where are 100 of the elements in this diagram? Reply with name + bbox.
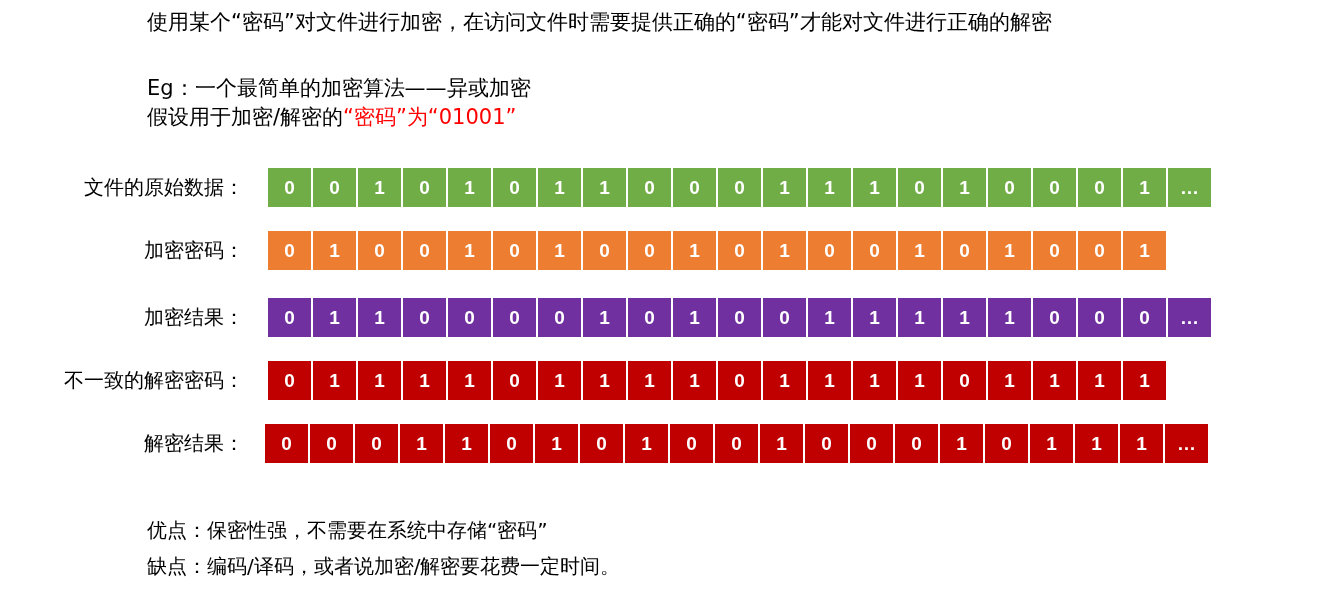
row-label: 文件的原始数据： bbox=[84, 174, 244, 201]
bit-cell: 1 bbox=[808, 298, 851, 337]
bit-cell: 1 bbox=[538, 361, 581, 400]
bit-cell: 1 bbox=[583, 298, 626, 337]
bit-cell: 0 bbox=[265, 424, 308, 463]
bit-cell: 1 bbox=[673, 298, 716, 337]
row-label: 加密结果： bbox=[144, 304, 244, 331]
bit-cell: 0 bbox=[268, 298, 311, 337]
bit-cell: 1 bbox=[988, 231, 1031, 270]
bit-cell: 0 bbox=[943, 361, 986, 400]
bit-cell: 1 bbox=[853, 298, 896, 337]
bit-cell: 0 bbox=[448, 298, 491, 337]
bit-cell: 0 bbox=[403, 298, 446, 337]
bit-cell: 0 bbox=[493, 168, 536, 207]
bit-cell: 1 bbox=[763, 168, 806, 207]
bit-cell: 1 bbox=[808, 168, 851, 207]
bit-cell: 0 bbox=[313, 168, 356, 207]
bit-cell: 1 bbox=[763, 361, 806, 400]
bit-cell: 1 bbox=[898, 298, 941, 337]
bit-cell: 0 bbox=[628, 168, 671, 207]
bit-cell: 1 bbox=[808, 361, 851, 400]
bit-cell: 1 bbox=[853, 168, 896, 207]
bit-cell: 1 bbox=[1033, 361, 1076, 400]
bit-cell: 0 bbox=[355, 424, 398, 463]
bit-cell: 1 bbox=[1030, 424, 1073, 463]
bit-cell: 0 bbox=[718, 361, 761, 400]
bit-cell: 1 bbox=[1123, 361, 1166, 400]
row-label: 不一致的解密密码： bbox=[64, 367, 244, 394]
bit-cell: 1 bbox=[403, 361, 446, 400]
bit-cell: 1 bbox=[628, 361, 671, 400]
bit-cell: 0 bbox=[670, 424, 713, 463]
bit-cell: 0 bbox=[1123, 298, 1166, 337]
bit-cell: 0 bbox=[628, 231, 671, 270]
bit-cell: 1 bbox=[538, 231, 581, 270]
assumption-text: 假设用于加密/解密的“密码”为“01001” bbox=[147, 105, 517, 131]
bit-cell: 0 bbox=[718, 231, 761, 270]
bit-cell: 1 bbox=[760, 424, 803, 463]
bit-cell: 0 bbox=[493, 298, 536, 337]
bit-cell: 1 bbox=[1120, 424, 1163, 463]
bit-cell: 1 bbox=[313, 231, 356, 270]
bit-cell: 1 bbox=[535, 424, 578, 463]
bit-cell: 1 bbox=[538, 168, 581, 207]
row-label: 解密结果： bbox=[144, 430, 244, 457]
bit-cell: 0 bbox=[268, 361, 311, 400]
bit-cell: 1 bbox=[448, 361, 491, 400]
bit-cell: 1 bbox=[763, 231, 806, 270]
bit-cell: … bbox=[1168, 168, 1211, 207]
bit-cell: 1 bbox=[943, 298, 986, 337]
bit-cell: 0 bbox=[1033, 231, 1076, 270]
bit-cell: 1 bbox=[313, 298, 356, 337]
bit-cell: 1 bbox=[400, 424, 443, 463]
bit-cell: 1 bbox=[943, 168, 986, 207]
bit-cell: 0 bbox=[850, 424, 893, 463]
bit-cell: 0 bbox=[943, 231, 986, 270]
bit-cell: 1 bbox=[940, 424, 983, 463]
bit-cell: 1 bbox=[898, 231, 941, 270]
bit-cell: 1 bbox=[358, 168, 401, 207]
bit-cell: 1 bbox=[1078, 361, 1121, 400]
bit-cell: 1 bbox=[988, 361, 1031, 400]
bit-cell: 1 bbox=[358, 298, 401, 337]
advantage-note: 优点：保密性强，不需要在系统中存储“密码” bbox=[147, 518, 548, 542]
example-heading: Eg：一个最简单的加密算法——异或加密 bbox=[147, 76, 531, 102]
bit-cell: 1 bbox=[673, 361, 716, 400]
bit-cell: 0 bbox=[853, 231, 896, 270]
bit-cell: 0 bbox=[628, 298, 671, 337]
bit-cell: 1 bbox=[448, 231, 491, 270]
bit-cell: 0 bbox=[580, 424, 623, 463]
bit-cell: 0 bbox=[895, 424, 938, 463]
bit-cell: 0 bbox=[538, 298, 581, 337]
bit-cell: 0 bbox=[403, 231, 446, 270]
bit-cell: 0 bbox=[403, 168, 446, 207]
bit-cell: 0 bbox=[1033, 298, 1076, 337]
bit-cell: 0 bbox=[490, 424, 533, 463]
bit-cell: 0 bbox=[268, 231, 311, 270]
bit-cell: 0 bbox=[808, 231, 851, 270]
bit-cell: 1 bbox=[1123, 231, 1166, 270]
bit-cell: 0 bbox=[358, 231, 401, 270]
bit-cell: 1 bbox=[898, 361, 941, 400]
bit-cell: 1 bbox=[448, 168, 491, 207]
bit-cell: 0 bbox=[718, 298, 761, 337]
bit-cell: 0 bbox=[1033, 168, 1076, 207]
bit-cell: 1 bbox=[313, 361, 356, 400]
bit-cell: 1 bbox=[853, 361, 896, 400]
bit-cell: … bbox=[1168, 298, 1211, 337]
bit-cell: 1 bbox=[583, 168, 626, 207]
bit-cell: … bbox=[1165, 424, 1208, 463]
row-label: 加密密码： bbox=[144, 237, 244, 264]
bit-cell: 0 bbox=[583, 231, 626, 270]
bit-cell: 0 bbox=[763, 298, 806, 337]
bit-cell: 1 bbox=[358, 361, 401, 400]
bit-cell: 0 bbox=[1078, 298, 1121, 337]
bit-cell: 0 bbox=[493, 361, 536, 400]
bit-cell: 0 bbox=[985, 424, 1028, 463]
bit-cell: 0 bbox=[805, 424, 848, 463]
bit-cell: 0 bbox=[268, 168, 311, 207]
bit-cell: 0 bbox=[673, 168, 716, 207]
bit-cell: 0 bbox=[493, 231, 536, 270]
bit-cell: 1 bbox=[1123, 168, 1166, 207]
bit-cell: 1 bbox=[673, 231, 716, 270]
bit-cell: 1 bbox=[583, 361, 626, 400]
